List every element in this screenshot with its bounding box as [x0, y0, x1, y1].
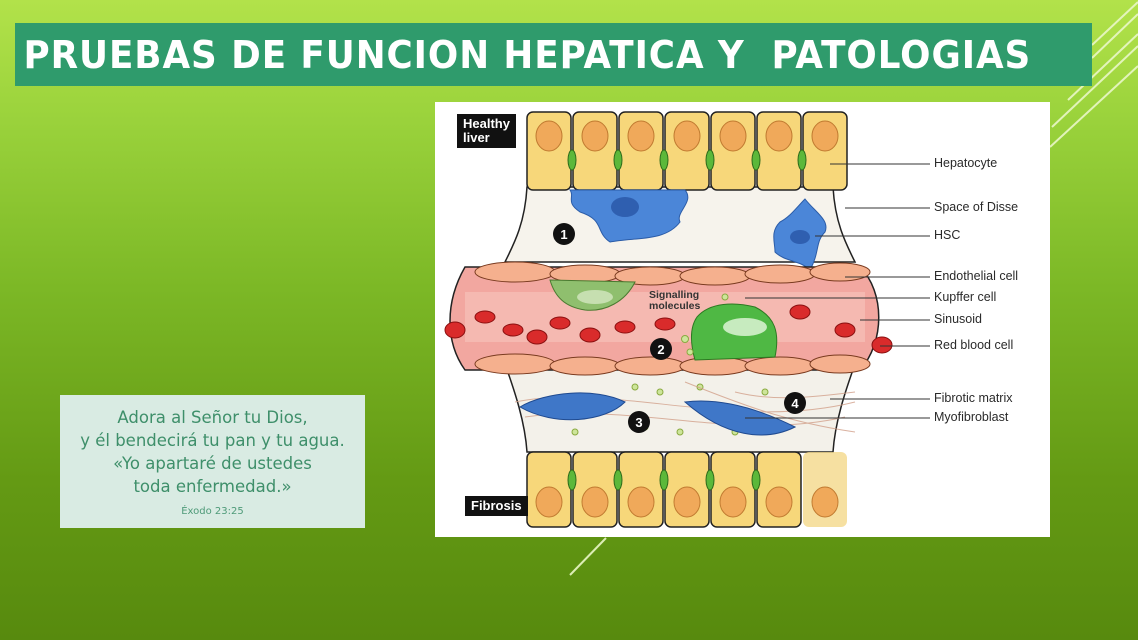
quote-line-4: toda enfermedad.»	[133, 477, 292, 496]
step-marker-4: 4	[784, 392, 806, 414]
slide-title: PRUEBAS DE FUNCION HEPATICA Y PATOLOGIAS	[23, 32, 1032, 77]
fibrosis-tag: Fibrosis	[465, 496, 528, 516]
healthy-tag-line1: Healthy	[463, 116, 510, 131]
healthy-tag-line2: liver	[463, 130, 490, 145]
label-space-of-disse: Space of Disse	[934, 200, 1019, 214]
signalling-molecules-label: Signalling molecules	[649, 290, 700, 312]
diagram-illustration	[444, 111, 930, 528]
hepatocytes-top	[526, 111, 848, 191]
quote-line-1: Adora al Señor tu Dios,	[117, 408, 308, 427]
title-bar: PRUEBAS DE FUNCION HEPATICA Y PATOLOGIAS	[15, 23, 1092, 86]
label-endothelial-cell: Endothelial cell	[934, 269, 1019, 283]
label-kupffer-cell: Kupffer cell	[934, 290, 997, 304]
step-marker-2: 2	[650, 338, 672, 360]
signalling-line1: Signalling	[649, 289, 700, 301]
signalling-line2: molecules	[649, 300, 701, 312]
liver-fibrosis-diagram: Healthy liver Fibrosis Signalling molecu…	[435, 102, 1050, 537]
label-fibrotic-matrix: Fibrotic matrix	[934, 391, 1013, 405]
label-sinusoid: Sinusoid	[934, 312, 982, 326]
quote-line-3: «Yo apartaré de ustedes	[113, 454, 312, 473]
label-red-blood-cell: Red blood cell	[934, 338, 1014, 352]
healthy-liver-tag: Healthy liver	[457, 114, 516, 148]
label-hsc: HSC	[934, 228, 961, 242]
bible-quote-box: Adora al Señor tu Dios, y él bendecirá t…	[60, 395, 365, 528]
label-myofibroblast: Myofibroblast	[934, 410, 1009, 424]
label-hepatocyte: Hepatocyte	[934, 156, 998, 170]
quote-line-2: y él bendecirá tu pan y tu agua.	[80, 431, 345, 450]
quote-reference: Éxodo 23:25	[181, 506, 244, 517]
step-marker-3: 3	[628, 411, 650, 433]
step-marker-1: 1	[553, 223, 575, 245]
